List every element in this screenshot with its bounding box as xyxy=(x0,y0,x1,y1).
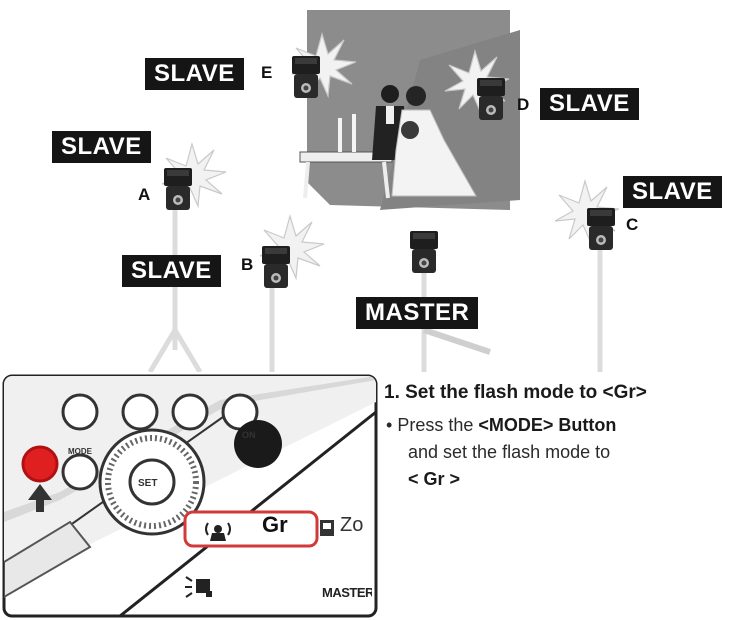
wedding-couple xyxy=(299,85,477,199)
slave-label-a: SLAVE xyxy=(52,131,151,163)
unit-letter-a: A xyxy=(138,185,151,204)
flash-unit-b xyxy=(262,246,290,288)
unit-letter-c: C xyxy=(626,215,639,234)
mode-button-highlight xyxy=(21,445,59,483)
zoom-fragment: Zo xyxy=(340,514,364,536)
slave-label-e: SLAVE xyxy=(145,58,244,90)
slave-label-d: SLAVE xyxy=(540,88,639,120)
master-label: MASTER xyxy=(356,297,479,329)
flash-unit-master xyxy=(410,231,438,273)
flash-control-panel xyxy=(2,374,378,618)
unit-letter-e: E xyxy=(261,63,273,82)
panel-button-5 xyxy=(61,453,99,491)
slave-label-c: SLAVE xyxy=(623,176,722,208)
stand-master-arm xyxy=(423,327,491,355)
stand-a xyxy=(147,205,203,372)
set-button-label: SET xyxy=(138,478,158,489)
panel-button-3 xyxy=(171,393,209,431)
panel-button-2 xyxy=(121,393,159,431)
instruction-line-2: and set the flash mode to xyxy=(408,442,611,462)
instruction-line-3: < Gr > xyxy=(408,469,461,489)
mode-button-label: MODE xyxy=(68,447,92,456)
flash-setup-illustration xyxy=(147,10,620,372)
flash-unit-d xyxy=(477,78,505,120)
group-mode-highlight xyxy=(183,510,319,548)
on-switch-label: ON xyxy=(242,430,256,440)
flash-unit-a xyxy=(164,168,192,210)
step-title: 1. Set the flash mode to <Gr> xyxy=(384,382,647,403)
mode-button-reference: <MODE> Button xyxy=(478,415,617,435)
instruction-bullet: • Press the <MODE> Button xyxy=(386,415,616,436)
panel-button-1 xyxy=(61,393,99,431)
group-mode-readout: Gr xyxy=(262,512,288,537)
flash-unit-e xyxy=(292,56,320,98)
bullet-dot: • xyxy=(386,415,398,435)
unit-letter-b: B xyxy=(241,255,254,274)
bullet-prefix: Press the xyxy=(397,415,479,435)
unit-letter-d: D xyxy=(517,95,530,114)
flash-unit-c xyxy=(587,208,615,250)
master-mode-readout: MASTER xyxy=(322,585,372,600)
slave-label-b: SLAVE xyxy=(122,255,221,287)
